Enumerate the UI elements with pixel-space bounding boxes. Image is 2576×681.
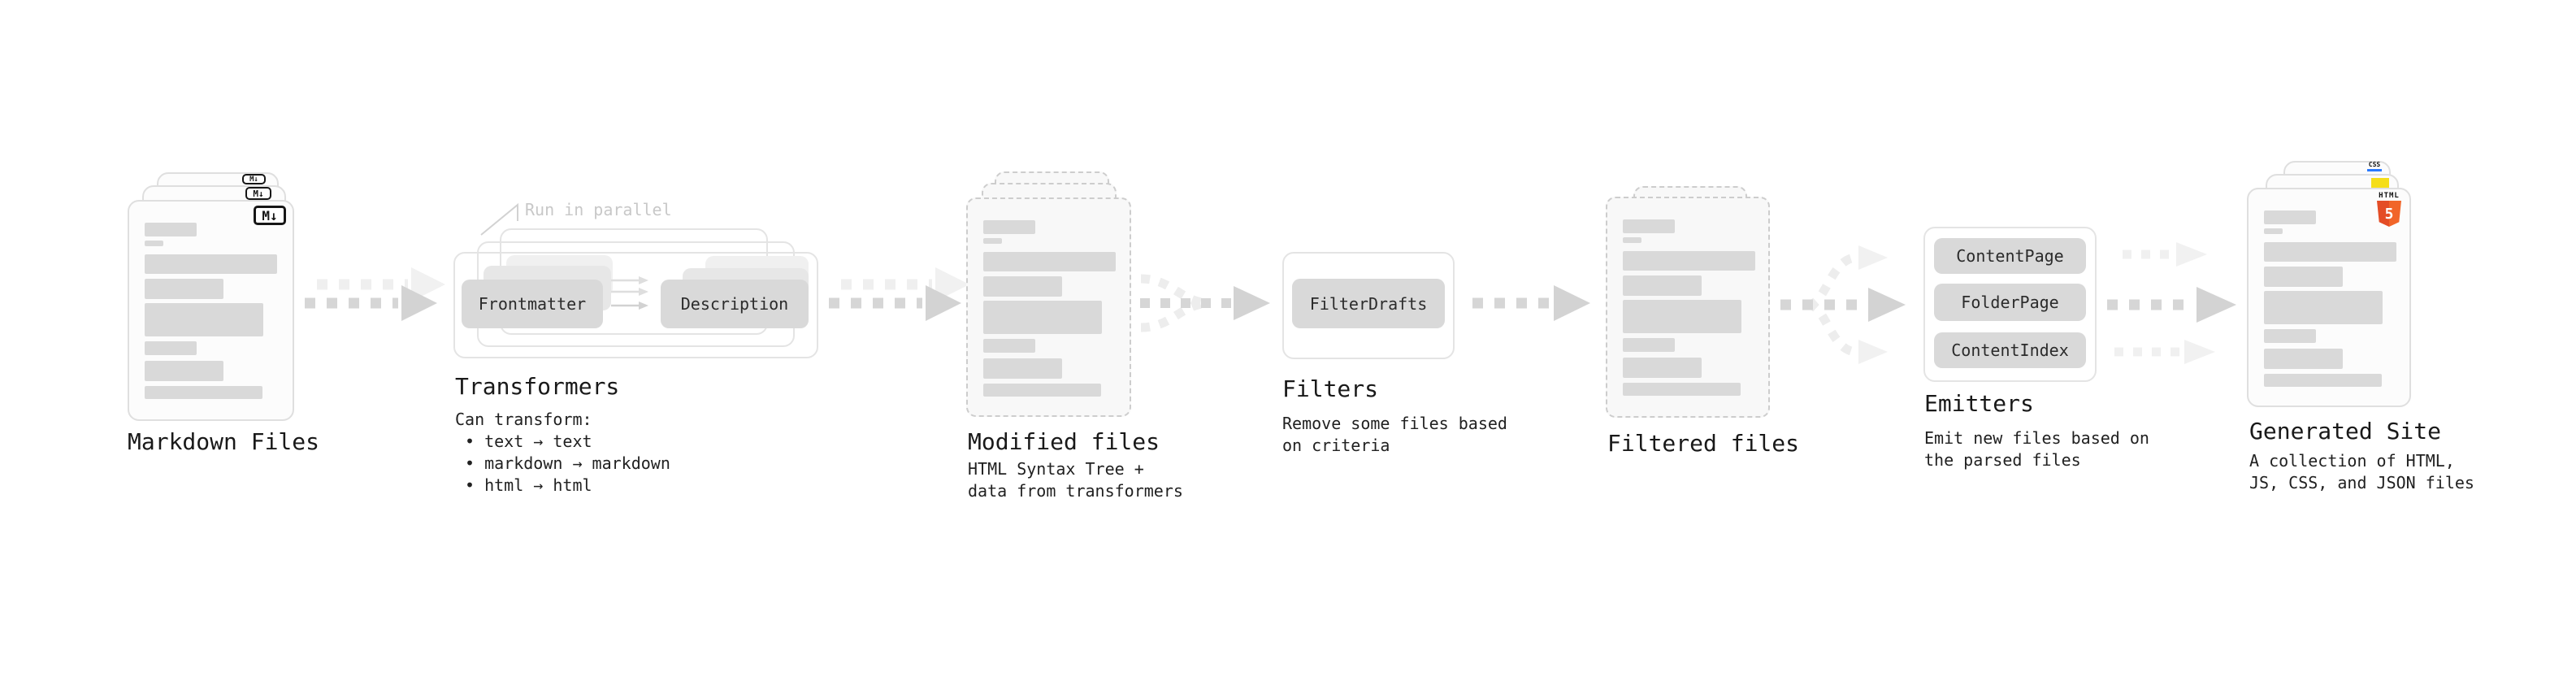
transformers-description-line: Can transform: <box>455 410 592 429</box>
file-skeleton-lines <box>129 202 293 399</box>
markdown-file-card-front <box>128 200 294 421</box>
description-node: Description <box>661 280 809 328</box>
run-in-parallel-annotation: Run in parallel <box>525 200 672 219</box>
stage-title-markdown-files: Markdown Files <box>128 428 320 455</box>
generated-site-description-line: JS, CSS, and JSON files <box>2249 473 2474 492</box>
emitters-description-line: Emit new files based on <box>1924 428 2149 448</box>
markdown-icon: M↓ <box>245 187 271 200</box>
file-skeleton-lines <box>1607 198 1768 396</box>
modified-files-description-line: data from transformers <box>968 481 1183 501</box>
stage-title-generated-site: Generated Site <box>2249 418 2442 445</box>
markdown-icon: M↓ <box>242 174 266 184</box>
css-icon-label: CSS <box>2368 161 2381 168</box>
arrow-emitters-to-site <box>2107 242 2236 364</box>
emitters-box <box>1923 227 2097 382</box>
contentpage-node: ContentPage <box>1934 238 2086 274</box>
filters-description-line: Remove some files based <box>1282 414 1507 433</box>
stage-title-modified-files: Modified files <box>968 428 1160 455</box>
arrow-modified-to-filters <box>1140 274 1270 332</box>
arrow-filters-to-filtered <box>1472 285 1590 321</box>
filterdrafts-node: FilterDrafts <box>1292 279 1445 328</box>
arrow-markdown-to-transformers <box>305 267 445 321</box>
modified-files-description: HTML Syntax Tree + data from transformer… <box>968 458 1183 502</box>
contentindex-node: ContentIndex <box>1934 332 2086 368</box>
annotation-leader-line <box>480 202 518 236</box>
arrow-filtered-to-emitters <box>1780 245 1906 364</box>
emitters-description-line: the parsed files <box>1924 450 2081 470</box>
emitters-description: Emit new files based on the parsed files <box>1924 427 2149 471</box>
js-icon <box>2371 178 2389 189</box>
file-skeleton-lines <box>2249 189 2409 387</box>
stage-title-emitters: Emitters <box>1924 390 2034 417</box>
html5-icon: HTML 5 <box>2376 192 2402 227</box>
stage-title-filters: Filters <box>1282 375 1379 402</box>
filters-box <box>1282 252 1455 359</box>
arrow-transformers-to-modified <box>829 267 969 321</box>
css-icon: CSS <box>2366 162 2383 171</box>
transformer-box-front <box>453 252 818 358</box>
file-skeleton-lines <box>968 199 1130 397</box>
filters-description-line: on criteria <box>1282 436 1390 455</box>
generated-site-description-line: A collection of HTML, <box>2249 451 2455 471</box>
stage-title-transformers: Transformers <box>455 373 620 400</box>
filtered-file-card-front <box>1606 197 1770 418</box>
stage-title-filtered-files: Filtered files <box>1607 430 1800 457</box>
folderpage-node: FolderPage <box>1934 284 2086 321</box>
transformers-description: Can transform: • text → text • markdown … <box>455 409 670 497</box>
parallel-mini-arrows <box>611 276 648 310</box>
transformers-description-line: • html → html <box>465 475 592 495</box>
site-file-card-html <box>2247 188 2411 407</box>
filters-description: Remove some files based on criteria <box>1282 413 1507 457</box>
generated-site-description: A collection of HTML, JS, CSS, and JSON … <box>2249 450 2474 494</box>
html5-icon-label: HTML <box>2379 192 2400 200</box>
frontmatter-node: Frontmatter <box>462 280 603 328</box>
transformers-description-line: • text → text <box>465 432 592 451</box>
markdown-icon: M↓ <box>254 206 286 225</box>
modified-files-description-line: HTML Syntax Tree + <box>968 459 1144 479</box>
transformers-description-line: • markdown → markdown <box>465 453 670 473</box>
modified-file-card-front <box>966 197 1131 417</box>
